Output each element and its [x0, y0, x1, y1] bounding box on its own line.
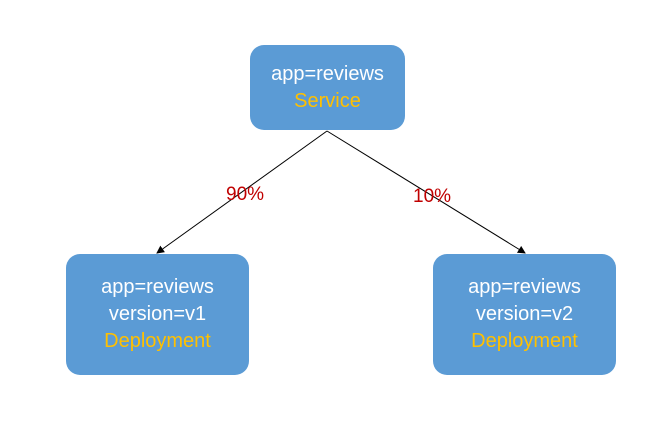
deployment-v1-kind: Deployment	[104, 330, 211, 352]
service-node: app=reviews Service	[250, 45, 405, 130]
deployment-v2-label: app=reviews	[468, 276, 581, 298]
deployment-v2-version: version=v2	[475, 303, 574, 325]
edge-label-v2-weight: 10%	[413, 186, 452, 207]
deployment-v2-node: app=reviews version=v2 Deployment	[433, 254, 616, 375]
deployment-v2-kind: Deployment	[471, 330, 578, 352]
deployment-v1-version: version=v1	[108, 303, 207, 325]
edge-service-to-v2	[326, 130, 526, 254]
deployment-v1-label: app=reviews	[101, 276, 214, 298]
deployment-v1-node: app=reviews version=v1 Deployment	[66, 254, 249, 375]
service-kind: Service	[294, 89, 361, 112]
service-label: app=reviews	[271, 62, 384, 85]
edge-service-to-v1	[156, 130, 328, 254]
edge-label-v1-weight: 90%	[226, 184, 265, 205]
